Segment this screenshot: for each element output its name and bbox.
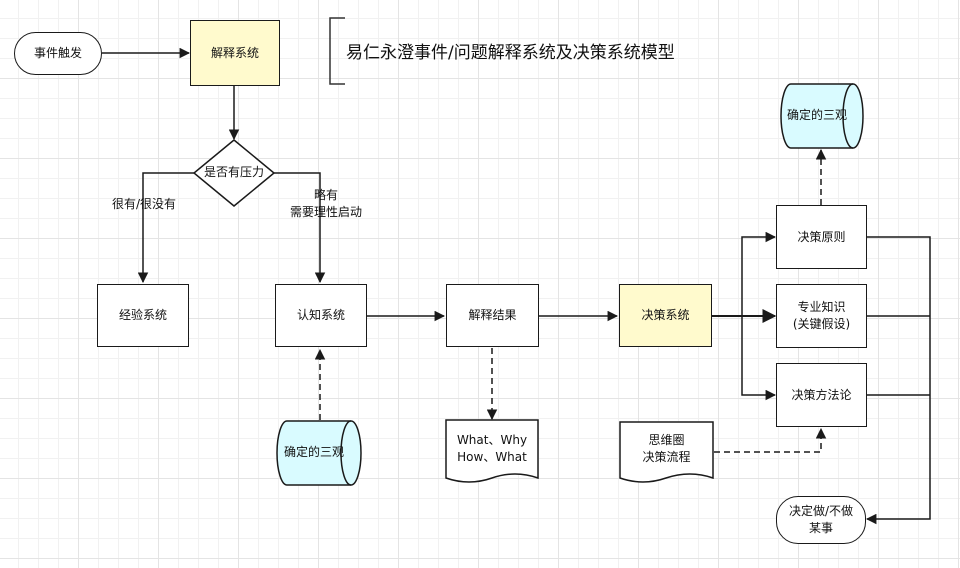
whw-document [445,419,539,483]
node-pressure-label: 是否有压力 [203,165,264,179]
worldview-bottom-cylinder [276,420,362,486]
worldview-top-cylinder [780,83,864,149]
whw-label: What、Why How、What [456,433,528,464]
edge-decision-methodology [741,316,777,401]
worldview-bottom-label: 确定的三观 [283,445,344,459]
node-decision-principle: 决策原则 [776,205,867,269]
thinking-document [619,421,714,483]
edge-pressure-cognition [274,172,326,284]
node-cognition-system: 认知系统 [275,284,367,347]
edge-principle-outcome [865,236,931,525]
node-trigger: 事件触发 [14,32,102,75]
label-left-branch: 很有/很没有 [111,197,177,211]
label-right-branch: 略有 需要理性启动 [289,188,362,219]
node-decision-system: 决策系统 [619,284,712,347]
title-bracket [329,17,345,85]
node-methodology: 决策方法论 [776,363,867,427]
node-outcome: 决定做/不做 某事 [776,496,866,544]
node-explain-system: 解释系统 [190,20,280,86]
edge-pressure-experience [137,172,194,284]
node-explain-result: 解释结果 [446,284,539,347]
diagram-title: 易仁永澄事件/问题解释系统及决策系统模型 [346,43,675,63]
edge-decision-principle [741,231,777,316]
node-experience-system: 经验系统 [97,284,189,347]
edge-dashed-thinking-methodology [714,427,827,453]
node-knowledge: 专业知识 (关键假设) [776,284,867,348]
thinking-label: 思维圈 决策流程 [642,433,691,464]
pressure-diamond [192,139,276,207]
worldview-top-label: 确定的三观 [786,108,847,122]
